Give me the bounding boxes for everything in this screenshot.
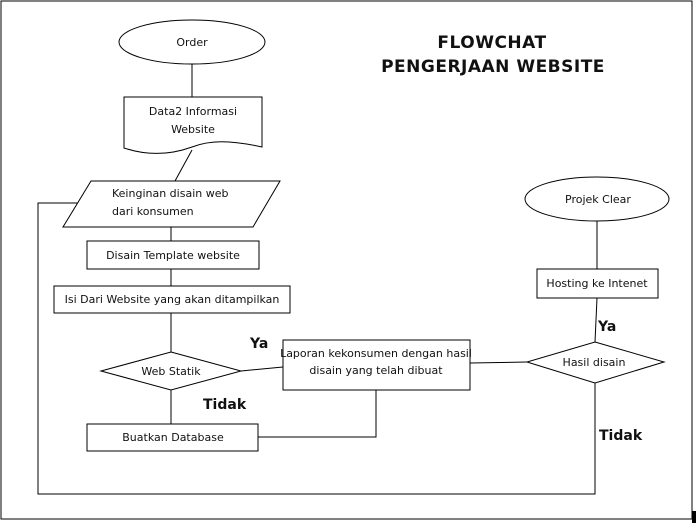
edge-hasil-tidak-loop <box>37 202 596 495</box>
process-isi-website-label: Isi Dari Website yang akan ditampilkan <box>65 293 280 306</box>
decision-web-statik <box>99 351 243 391</box>
terminator-order-label: Order <box>176 36 208 49</box>
decision-hasil-disain-label: Hasil disain <box>563 356 626 369</box>
terminator-order <box>118 19 266 65</box>
edge-label-ya-hasil-disain: Ya <box>597 319 616 335</box>
chart-title-line1: FLOWCHAT <box>437 33 546 53</box>
process-buatkan-database-label: Buatkan Database <box>122 431 224 444</box>
process-disain-template-label: Disain Template website <box>106 249 240 262</box>
process-buatkan-database <box>86 423 259 452</box>
terminator-projek-clear-label: Projek Clear <box>565 193 631 206</box>
decision-web-statik-label: Web Statik <box>141 365 201 378</box>
chart-title-line2: PENGERJAAN WEBSITE <box>381 57 605 77</box>
document-data-informasi-line2: Website <box>171 123 215 136</box>
edge-hasil-ya-to-hosting <box>594 297 598 343</box>
decision-hasil-disain <box>525 341 666 384</box>
process-hosting <box>536 268 659 299</box>
connectors <box>37 64 598 495</box>
edge-database-to-laporan <box>258 390 377 438</box>
process-isi-website <box>53 285 291 314</box>
process-laporan-line2: disain yang telah dibuat <box>309 364 443 377</box>
edge-label-ya-web-statik: Ya <box>249 336 268 352</box>
edge-data-to-keinginan <box>174 149 193 182</box>
edge-webstatik-ya-to-laporan <box>240 366 284 372</box>
process-hosting-label: Hosting ke Intenet <box>546 277 648 290</box>
process-disain-template <box>86 240 260 270</box>
input-keinginan-line1: Keinginan disain web <box>112 187 228 200</box>
edge-label-tidak-hasil-disain: Tidak <box>599 428 643 444</box>
frame-right-edge <box>692 511 696 523</box>
edge-label-tidak-web-statik: Tidak <box>203 397 247 413</box>
process-laporan-line1: Laporan kekonsumen dengan hasil <box>280 347 472 360</box>
input-keinginan-disain <box>62 180 281 228</box>
input-keinginan-line2: dari konsumen <box>112 205 194 218</box>
edge-laporan-to-hasil <box>469 361 528 364</box>
process-laporan <box>282 339 471 391</box>
terminator-projek-clear <box>524 176 670 222</box>
document-data-informasi <box>123 96 263 155</box>
document-data-informasi-line1: Data2 Informasi <box>149 105 237 118</box>
